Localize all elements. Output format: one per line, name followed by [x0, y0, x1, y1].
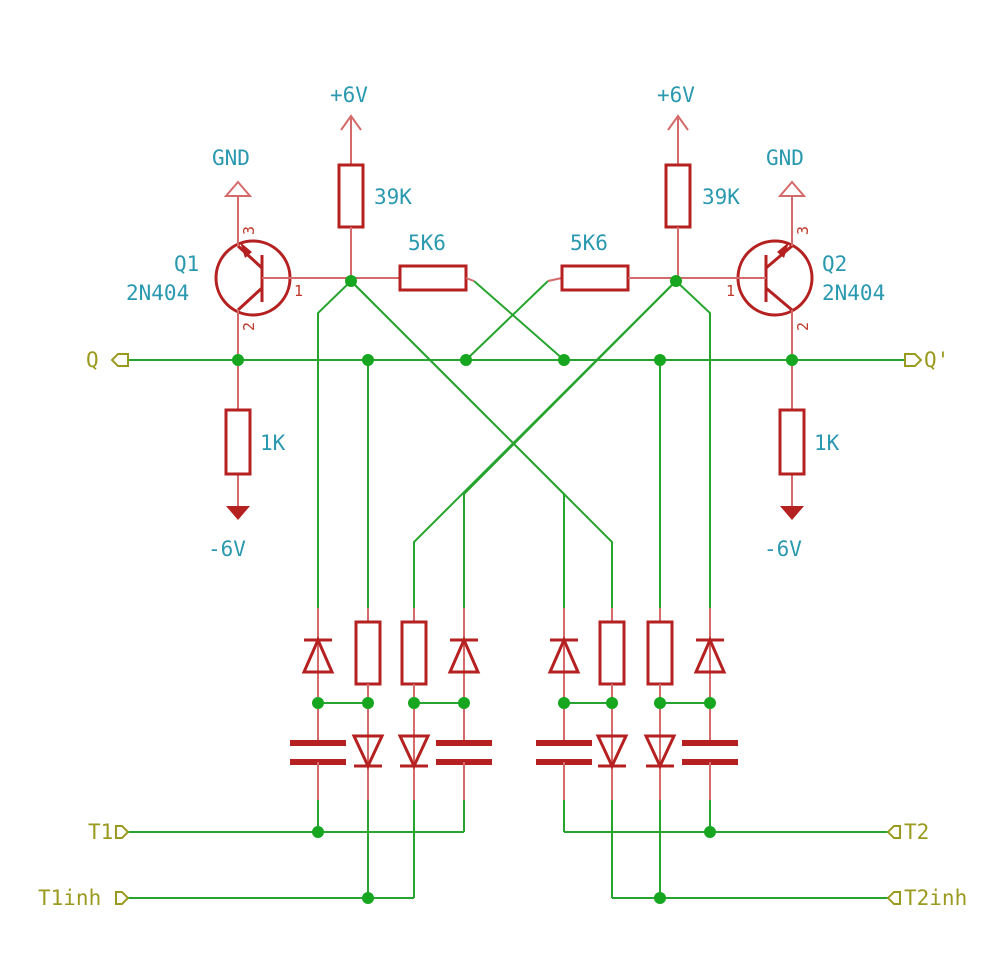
wire-left-node-to-d5	[350, 280, 565, 608]
diode-d8	[693, 608, 727, 703]
port-q-symbol	[110, 353, 129, 367]
port-t2-symbol	[886, 825, 901, 839]
resistor-gate-r3	[400, 620, 428, 686]
gnd-right-label: GND	[766, 146, 804, 170]
diode-d6	[595, 703, 629, 800]
resistor-1k-left	[224, 408, 252, 476]
port-t2inh-label: T2inh	[904, 886, 967, 910]
port-t1inh-symbol	[115, 891, 130, 905]
q1-pin-base: 1	[294, 282, 303, 300]
wire-left-5k6-out	[473, 280, 565, 361]
q2-pin-emitter: 3	[794, 226, 812, 235]
r-1k-left-label: 1K	[260, 431, 286, 455]
r-5k6-right-label: 5K6	[570, 231, 608, 255]
q2-pin-collector: 2	[794, 322, 812, 331]
diode-d3	[397, 703, 431, 800]
gnd-left-label: GND	[212, 146, 250, 170]
wires	[128, 280, 905, 899]
wire-right-node-to-r3	[413, 280, 677, 608]
junctions	[232, 275, 798, 904]
q1-pin-emitter: 3	[240, 226, 258, 235]
capacitor-c2	[436, 703, 492, 800]
resistor-5k6-left	[398, 264, 468, 292]
resistor-gate-r2	[354, 620, 382, 686]
transistor-q2	[678, 236, 814, 360]
q2-pin-base: 1	[726, 282, 735, 300]
diode-d2	[351, 703, 385, 800]
wire-right-node-to-d8	[675, 280, 711, 608]
vpos-left-label: +6V	[330, 83, 368, 107]
r-5k6-left-label: 5K6	[408, 231, 446, 255]
diode-d1	[301, 608, 335, 703]
resistor-39k-left	[337, 163, 365, 229]
resistor-gate-r6	[598, 620, 626, 686]
vpos-right-label: +6V	[657, 83, 695, 107]
port-q-label: Q	[86, 348, 99, 372]
resistors	[224, 163, 806, 703]
q1-value-label: 2N404	[126, 281, 189, 305]
vneg-right-label: -6V	[764, 537, 802, 561]
resistor-1k-right	[778, 408, 806, 476]
port-q-bar-symbol	[904, 353, 923, 367]
resistor-39k-right	[664, 163, 692, 229]
transistor-q1	[214, 236, 351, 360]
q2-ref-label: Q2	[822, 252, 847, 276]
resistor-5k6-right	[560, 264, 630, 292]
resistor-gate-r7	[646, 620, 674, 686]
capacitor-c1	[290, 703, 346, 800]
port-q-bar-label: Q'	[924, 348, 949, 372]
port-t2inh-symbol	[886, 891, 901, 905]
diode-d7	[643, 703, 677, 800]
diodes-lower	[351, 703, 677, 800]
capacitors	[290, 703, 738, 800]
q1-ref-label: Q1	[174, 252, 199, 276]
diodes-upper	[301, 608, 727, 703]
diode-d5	[547, 608, 581, 703]
q2-value-label: 2N404	[822, 281, 885, 305]
r-1k-right-label: 1K	[814, 431, 840, 455]
capacitor-c3	[536, 703, 592, 800]
port-t1-label: T1	[88, 820, 113, 844]
port-t1-symbol	[115, 825, 130, 839]
port-t2-label: T2	[904, 820, 929, 844]
q1-pin-collector: 2	[240, 322, 258, 331]
capacitor-c4	[682, 703, 738, 800]
port-symbols	[110, 353, 923, 905]
vneg-left-label: -6V	[208, 537, 246, 561]
wire-left-node-to-r6	[350, 280, 613, 608]
diode-d4	[447, 608, 481, 703]
power-symbols	[223, 114, 807, 520]
r-39k-left-label: 39K	[374, 185, 412, 209]
wire-left-node-to-d1	[317, 280, 352, 608]
port-t1inh-label: T1inh	[38, 886, 101, 910]
labels: +6V +6V GND GND -6V -6V Q1 2N404 Q2 2N40…	[38, 83, 967, 910]
r-39k-right-label: 39K	[702, 185, 740, 209]
wire-right-5k6-out	[465, 280, 549, 361]
